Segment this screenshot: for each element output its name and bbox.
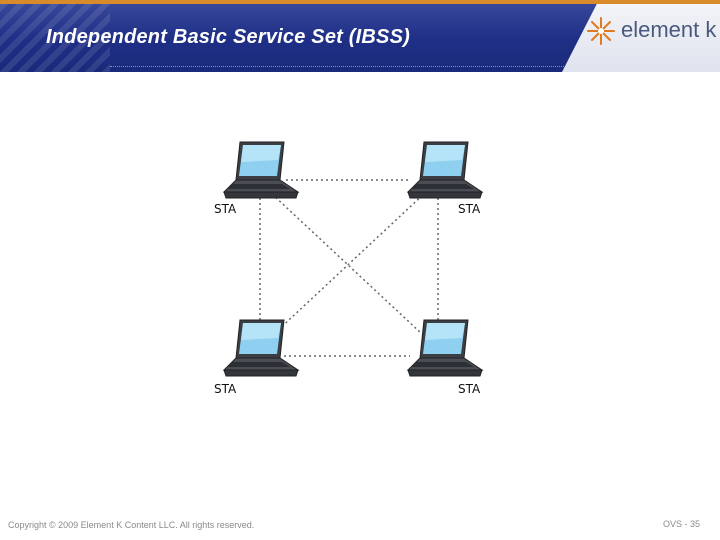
sta-label: STA	[214, 382, 236, 396]
title-divider	[110, 66, 580, 67]
slide-header: Independent Basic Service Set (IBSS) ele…	[0, 0, 720, 72]
sta-label: STA	[214, 202, 236, 216]
ibss-diagram-canvas	[204, 134, 512, 404]
sta-label: STA	[458, 382, 480, 396]
slide-title: Independent Basic Service Set (IBSS)	[46, 26, 410, 49]
element-k-star-icon	[586, 16, 616, 46]
page-number: OVS - 35	[663, 519, 700, 529]
sta-label: STA	[458, 202, 480, 216]
ibss-diagram: STA STA STA STA	[204, 134, 512, 404]
element-k-logo-text: element k	[621, 17, 716, 43]
copyright-notice: Copyright © 2009 Element K Content LLC. …	[8, 520, 254, 530]
